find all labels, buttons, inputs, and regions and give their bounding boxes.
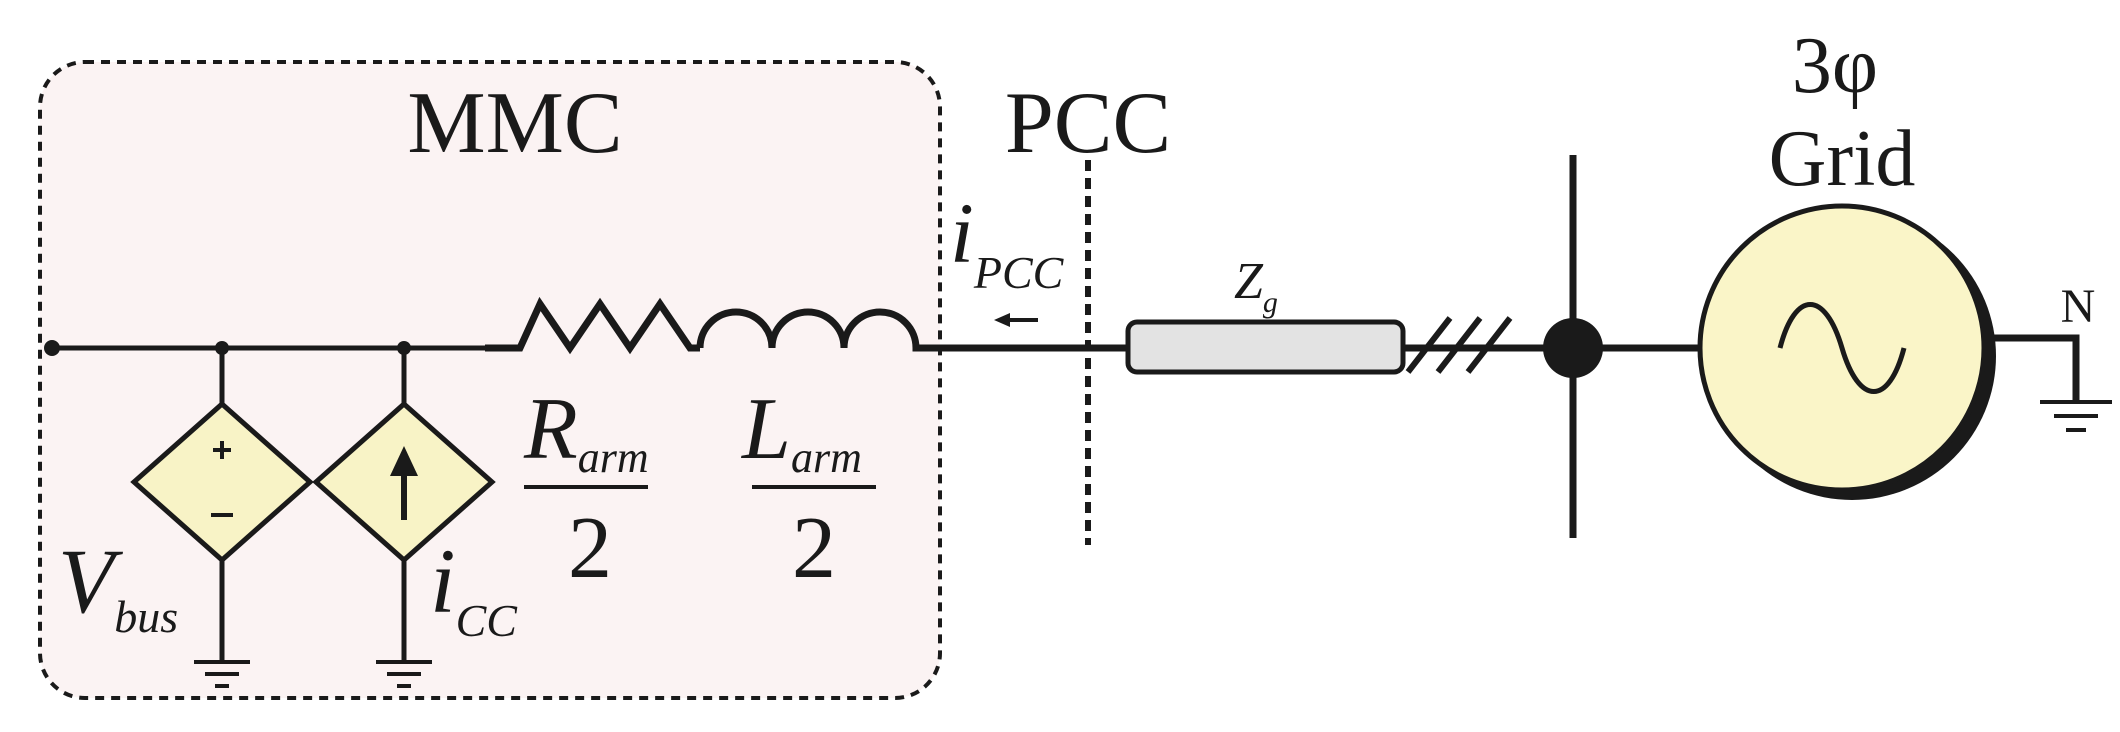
zg-symbol: Z — [1234, 253, 1264, 310]
neutral-label: N — [2061, 280, 2096, 333]
mmc-title: MMC — [407, 75, 622, 172]
plus-icon — [213, 441, 231, 459]
ipcc-label: iPCC — [950, 185, 1065, 298]
icc-subscript: CC — [456, 595, 519, 646]
zg-label: Zg — [1234, 253, 1278, 319]
rarm-denominator: 2 — [568, 500, 612, 597]
vbus-ground-icon — [194, 660, 250, 688]
ipcc-symbol: i — [950, 185, 974, 281]
icc-symbol: i — [430, 530, 456, 632]
three-phase-marks — [1405, 316, 1513, 374]
arm-resistor — [485, 296, 700, 355]
neutral-wire — [1994, 334, 2080, 400]
larm-subscript: arm — [791, 433, 862, 482]
rarm-symbol: R — [523, 381, 578, 478]
zg-subscript: g — [1263, 286, 1278, 319]
up-arrow-icon — [390, 446, 418, 520]
mmc-enclosure — [38, 60, 942, 700]
ipcc-subscript: PCC — [973, 247, 1065, 298]
grid-bus-node — [1543, 318, 1603, 378]
sine-wave-icon — [1777, 302, 1907, 394]
larm-denominator: 2 — [792, 500, 836, 597]
icc-ground-icon — [376, 660, 432, 688]
arm-inductor — [696, 308, 935, 352]
grid-title-line1: 3φ — [1792, 22, 1878, 110]
pcc-title: PCC — [1005, 75, 1171, 172]
bus-node-left — [44, 340, 60, 356]
vbus-symbol: V — [58, 530, 124, 632]
grid-title-line2: Grid — [1769, 115, 1916, 203]
rarm-numerator: Rarm — [523, 381, 649, 482]
vbus-label: Vbus — [58, 530, 178, 642]
left-arrow-icon — [994, 313, 1038, 327]
grid-impedance — [1125, 319, 1406, 375]
larm-numerator: Larm — [740, 381, 862, 482]
larm-symbol: L — [740, 381, 791, 478]
rarm-subscript: arm — [578, 433, 649, 482]
icc-label: iCC — [430, 530, 518, 646]
neutral-ground-icon — [2040, 400, 2112, 432]
vbus-subscript: bus — [114, 591, 178, 642]
